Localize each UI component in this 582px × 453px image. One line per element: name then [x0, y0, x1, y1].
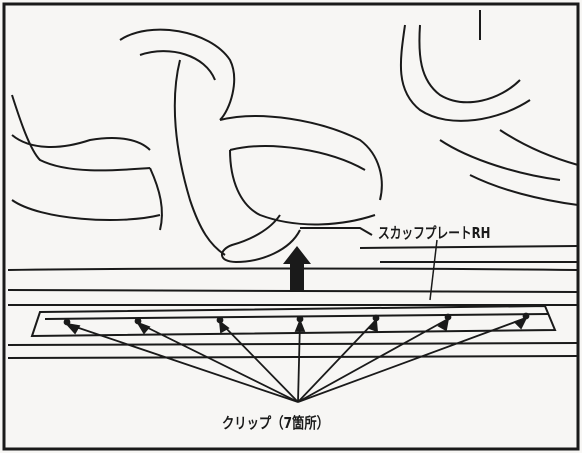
part-name-label: スカッフプレートRH — [378, 224, 491, 242]
clip-arrows — [63, 312, 530, 403]
front-seat — [119, 28, 383, 264]
sill — [7, 245, 579, 359]
part-leader — [429, 239, 438, 301]
front-area — [399, 10, 579, 206]
up-arrow-icon — [283, 246, 311, 292]
rear-seat — [11, 94, 163, 231]
scuff-plate — [30, 304, 557, 338]
clip-callout-label: クリップ（7箇所） — [222, 414, 329, 432]
